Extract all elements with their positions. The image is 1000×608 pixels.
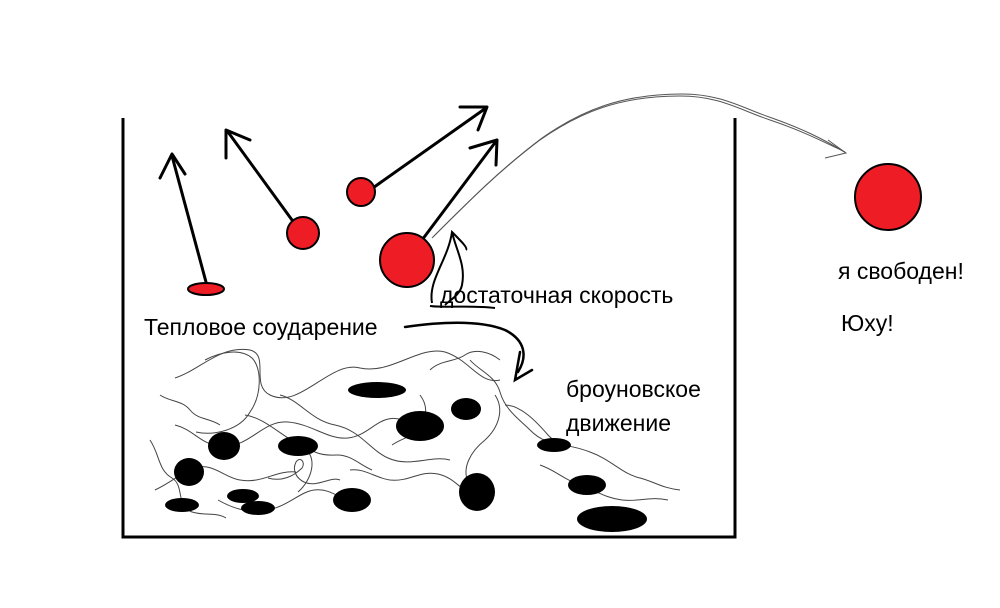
bound-particles	[165, 382, 647, 532]
bound-particle	[333, 488, 371, 512]
red-particle	[379, 232, 435, 288]
brownian-trajectories	[149, 348, 681, 519]
brownian-motion-label-line2: движение	[566, 410, 672, 436]
brownian-motion-label-line1: броуновское	[566, 376, 701, 402]
container	[121, 118, 737, 539]
bound-particle	[227, 489, 259, 503]
escape-trajectory	[431, 93, 848, 239]
bound-particle	[459, 473, 495, 511]
collision-pointer	[403, 321, 534, 383]
escaping-particles	[187, 163, 922, 296]
red-particle	[286, 216, 320, 250]
free-label: я свободен!	[838, 258, 964, 284]
speed-underline	[429, 305, 496, 309]
velocity-arrows	[158, 105, 499, 284]
speed-pointer	[430, 229, 468, 306]
bound-particle	[165, 498, 199, 512]
thermal-collision-label: Тепловое соударение	[144, 314, 378, 340]
bound-particle	[348, 382, 406, 398]
bound-particle	[278, 436, 318, 456]
red-particle	[346, 177, 376, 207]
red-particle	[187, 282, 225, 296]
velocity-arrow	[224, 128, 294, 222]
bound-particle	[537, 438, 571, 452]
velocity-arrow	[420, 138, 499, 242]
sufficient-speed-label: достаточная скорость	[440, 282, 674, 308]
velocity-arrow	[158, 152, 208, 284]
bound-particle	[174, 458, 204, 486]
bound-particle	[451, 398, 481, 420]
yay-label: Юху!	[841, 310, 894, 336]
bound-particle	[241, 501, 275, 515]
bound-particle	[577, 506, 647, 532]
bound-particle	[396, 411, 444, 441]
bound-particle	[208, 432, 240, 460]
bound-particle	[568, 475, 606, 495]
free-particle	[854, 163, 922, 231]
velocity-arrow	[368, 105, 489, 192]
